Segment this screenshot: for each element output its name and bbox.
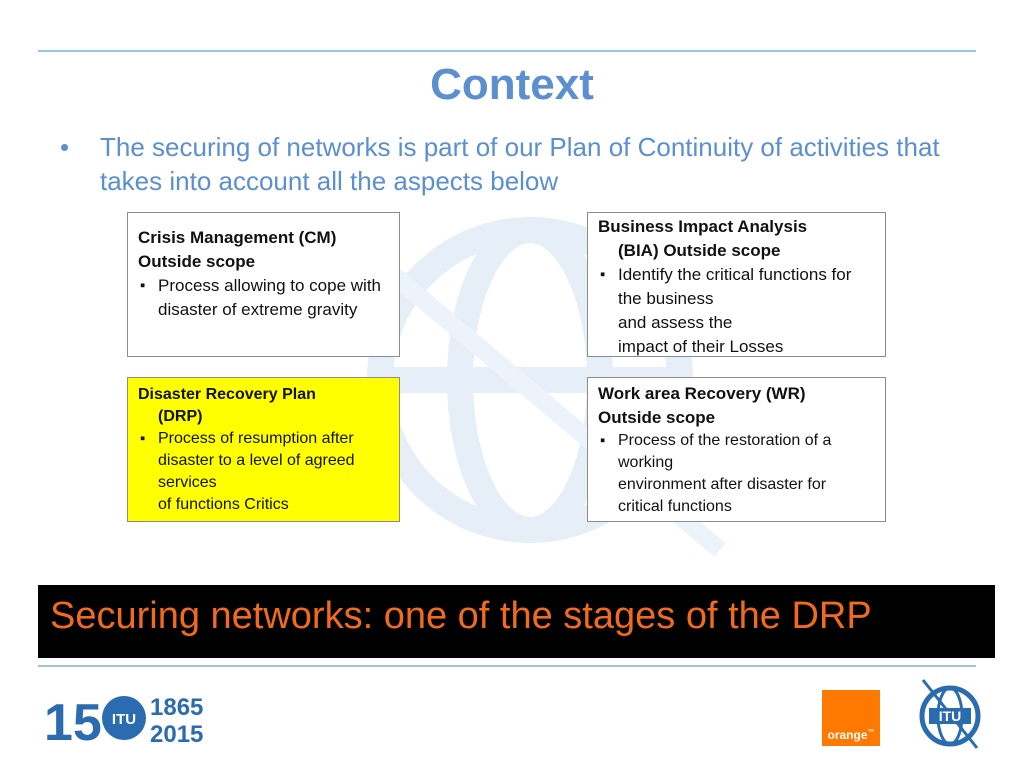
box-heading: Business Impact Analysis <box>598 217 808 236</box>
work-area-recovery-box: Work area Recovery (WR) Outside scope Pr… <box>587 377 886 522</box>
box-item-continued: impact of their Losses <box>618 337 784 356</box>
box-item: Process allowing to cope with disaster o… <box>138 274 389 322</box>
box-item-continued: of functions Critics <box>158 496 289 513</box>
box-item-continued: and assess the <box>618 313 733 332</box>
crisis-management-box: Crisis Management (CM) Outside scope Pro… <box>127 212 400 357</box>
business-impact-analysis-box: Business Impact Analysis (BIA) Outside s… <box>587 212 886 357</box>
drp-banner: Securing networks: one of the stages of … <box>38 585 995 658</box>
box-item-continued: critical functions <box>618 498 732 515</box>
box-scope: (DRP) <box>158 408 203 425</box>
bullet-marker: • <box>60 132 70 162</box>
logo-year-end: 2015 <box>150 721 203 746</box>
orange-brand-logo: orange™ <box>822 690 880 746</box>
itu-logo-text: ITU <box>939 708 962 724</box>
logo-emblem-text: ITU <box>112 711 136 728</box>
slide-title: Context <box>430 60 594 109</box>
box-item: Process of resumption after disaster to … <box>138 428 389 494</box>
logo-year-start: 1865 <box>150 694 203 721</box>
box-scope: Outside scope <box>138 252 256 271</box>
disaster-recovery-plan-box: Disaster Recovery Plan (DRP) Process of … <box>127 377 400 522</box>
box-heading: Work area Recovery (WR) <box>598 384 806 403</box>
box-item-continued: environment after disaster for <box>618 476 827 493</box>
bullet-text: The securing of networks is part of our … <box>100 132 940 196</box>
itu-logo: ITU <box>919 679 981 749</box>
logo-numeral: 15 <box>44 694 102 746</box>
box-scope: (BIA) Outside scope <box>618 241 781 260</box>
box-scope: Outside scope <box>598 408 716 427</box>
top-divider <box>38 50 976 52</box>
bottom-divider <box>38 665 976 667</box>
box-heading: Disaster Recovery Plan <box>138 386 316 403</box>
logo-globe-icon <box>102 696 146 740</box>
box-item: Identify the critical functions for the … <box>598 263 875 311</box>
itu-150-anniversary-logo: 15 ITU 1865 2015 <box>44 694 203 746</box>
orange-logo-text: orange™ <box>827 728 875 742</box>
box-heading: Crisis Management (CM) <box>138 228 337 247</box>
box-item: Process of the restoration of a working <box>598 430 875 474</box>
